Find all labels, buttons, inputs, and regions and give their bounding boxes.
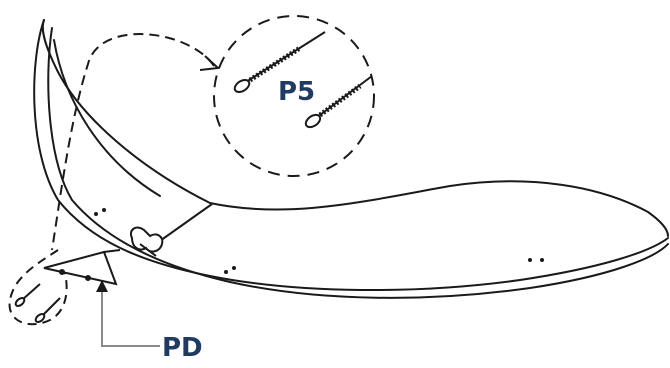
panel-inner-fold (53, 39, 161, 197)
panel-bottom-edge (33, 19, 669, 292)
hole (540, 258, 544, 262)
panel-thickness-edge (47, 27, 669, 299)
wood-screw-icon (34, 297, 61, 323)
screw-detail-leader (51, 33, 215, 251)
hole (528, 258, 532, 262)
arrowhead-icon (199, 55, 221, 71)
wood-screw-icon (14, 283, 41, 307)
bracket-leader (101, 288, 160, 347)
curved-panel (33, 19, 669, 299)
hole (224, 270, 228, 274)
arrowhead-icon (96, 280, 108, 292)
triangular-bracket-icon (43, 249, 121, 286)
bracket-callout-label: PD (162, 333, 203, 363)
screw-detail-circle (213, 15, 375, 177)
bracket-detail-loop (8, 249, 68, 326)
clip-fastener-icon (130, 203, 213, 257)
panel-holes (94, 208, 544, 274)
hole (102, 208, 106, 212)
wood-screw-icon (304, 75, 373, 129)
panel-top-edge (41, 19, 669, 237)
wood-screw-icon (233, 31, 326, 94)
hole (94, 212, 98, 216)
screw-callout-label: P5 (278, 77, 315, 107)
hole (232, 266, 236, 270)
